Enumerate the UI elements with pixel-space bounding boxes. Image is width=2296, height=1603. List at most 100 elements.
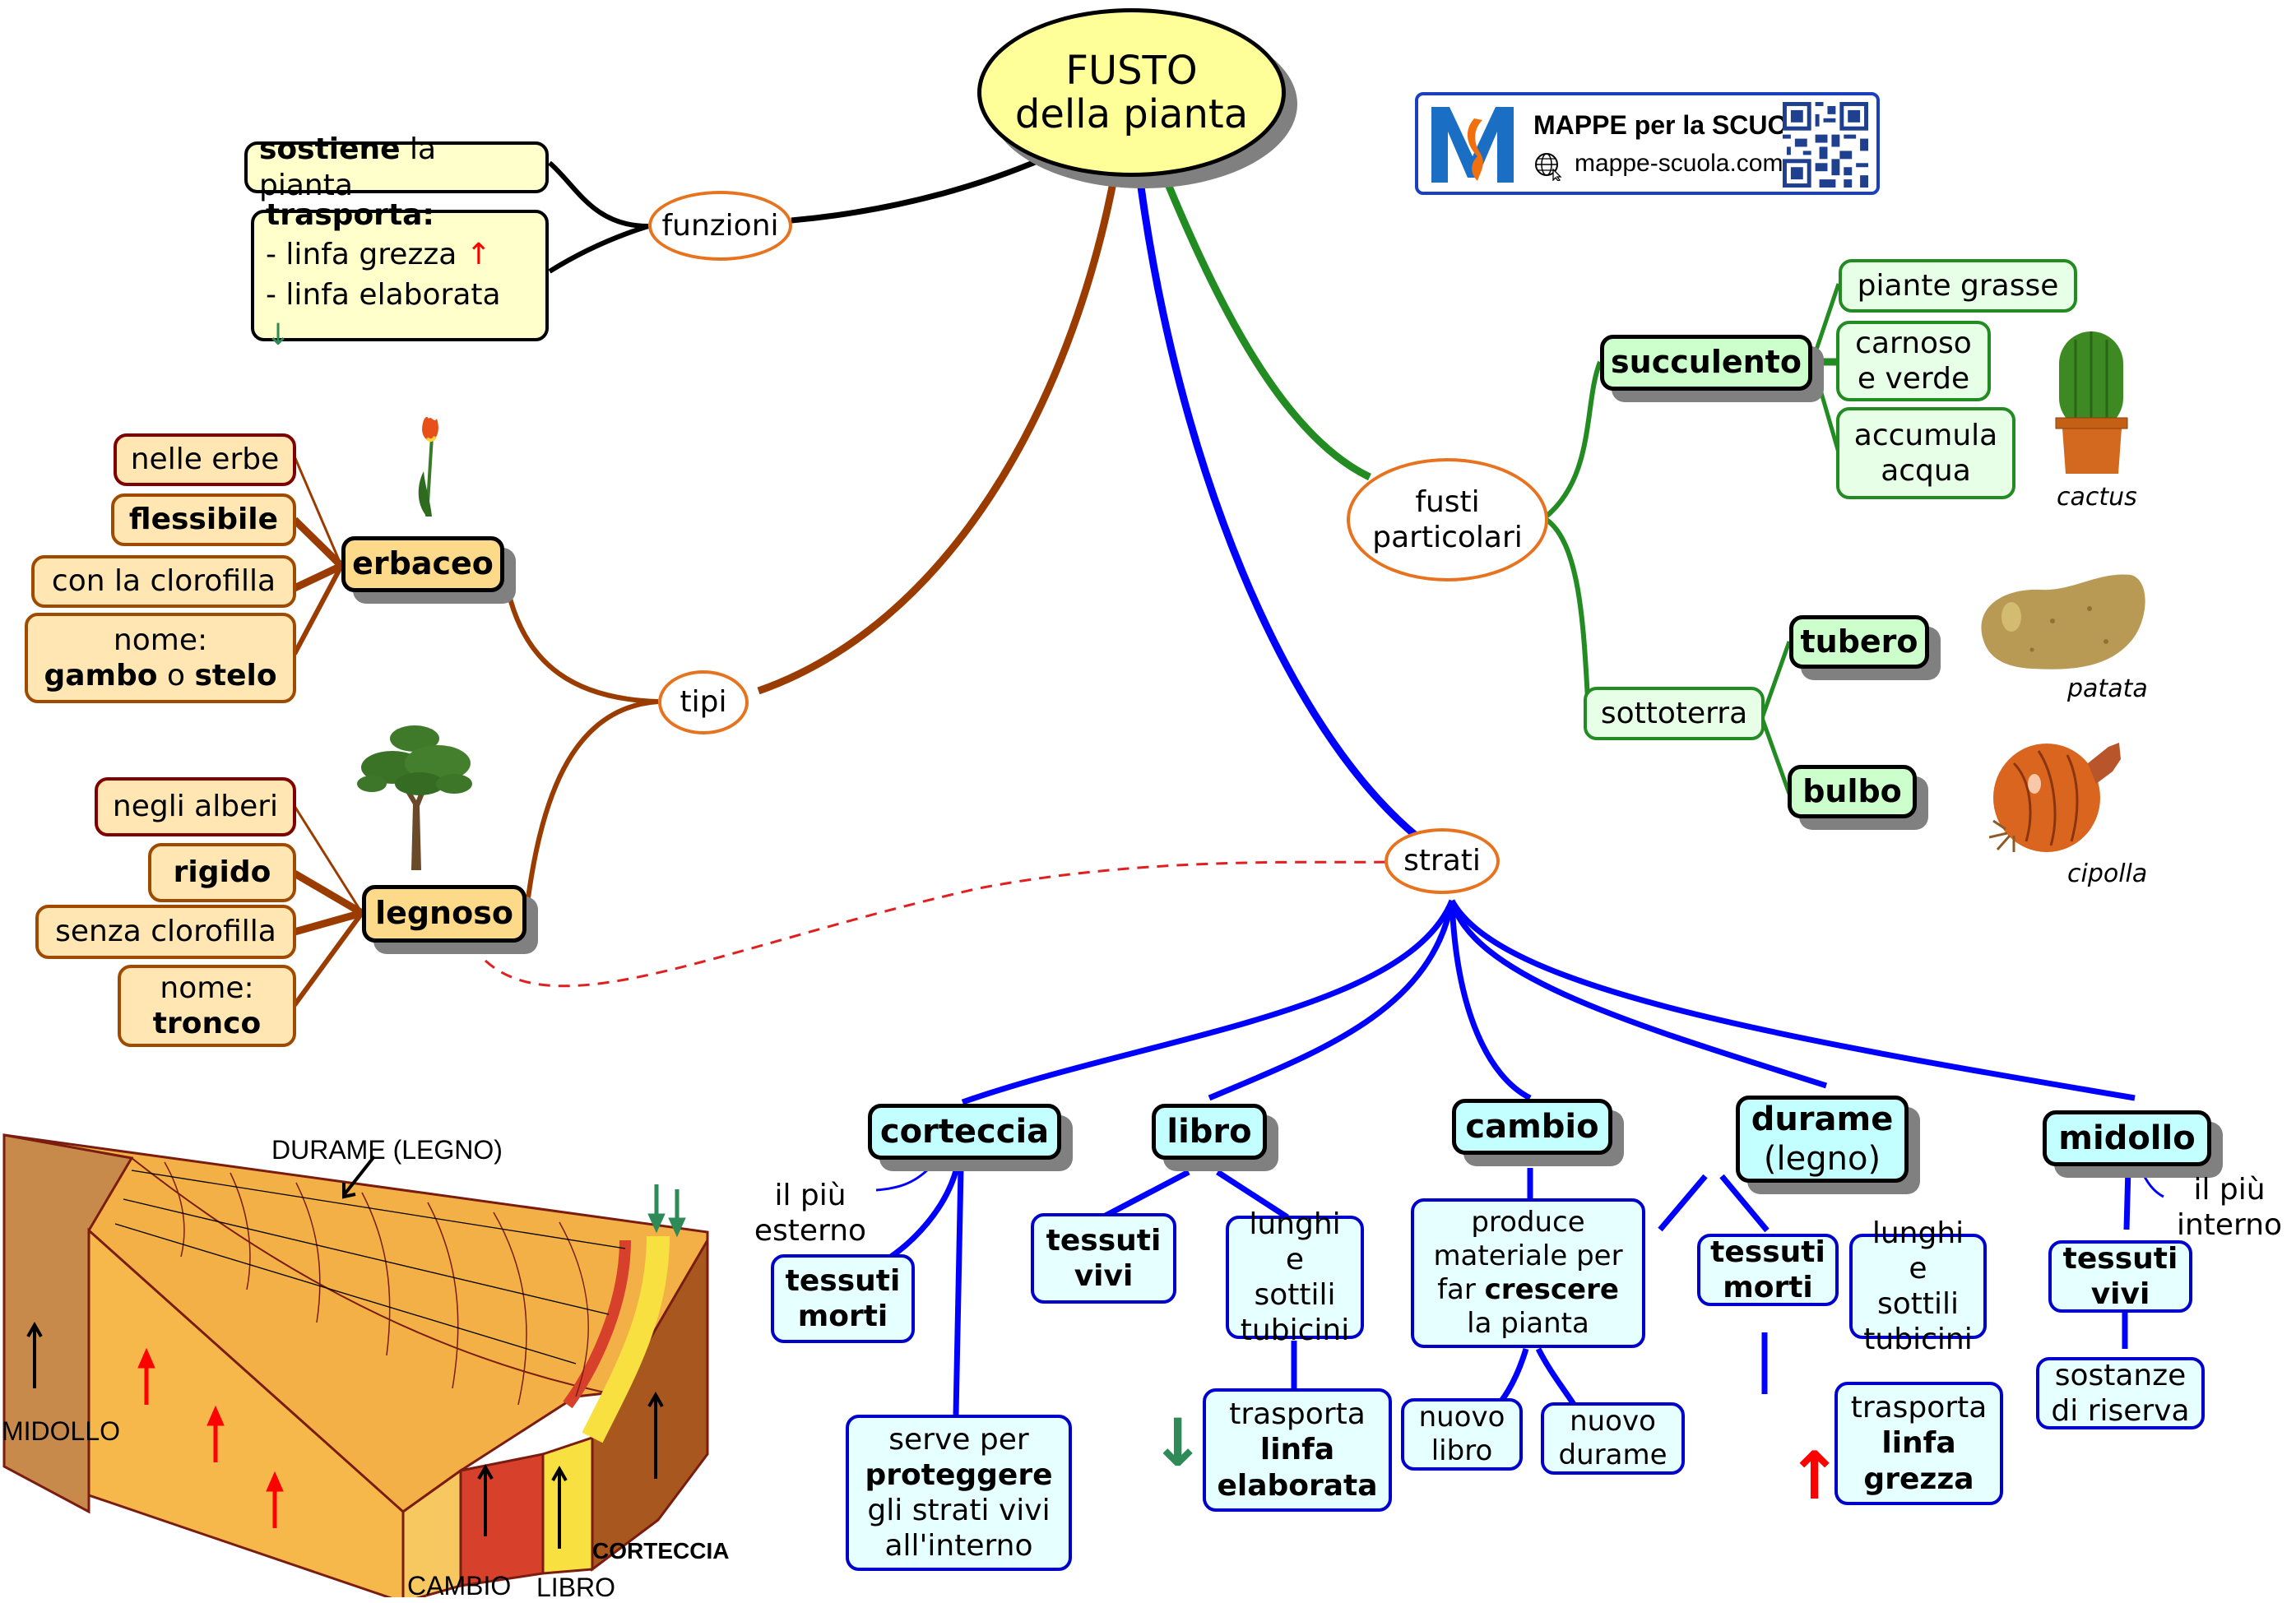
potato-icon <box>1981 574 2145 669</box>
trunk-durame-face <box>87 1227 405 1597</box>
node-funzioni[interactable]: funzioni <box>648 191 792 261</box>
link-sott-bulbo <box>1760 717 1792 795</box>
corteccia-serve-proteggere[interactable]: serve per proteggere gli strati vivi all… <box>846 1415 1072 1571</box>
elaborata-text: elaborata <box>1217 1468 1378 1503</box>
legnoso-item-senza-clorofilla[interactable]: senza clorofilla <box>35 905 296 959</box>
trunk-label-corteccia: CORTECCIA <box>592 1538 730 1564</box>
bulbo-label: bulbo <box>1802 772 1902 809</box>
node-sostiene[interactable]: sostiene la pianta <box>244 132 549 202</box>
trasporta-line2-text: - linfa elaborata <box>266 278 501 312</box>
linfa-text: linfa <box>1881 1426 1956 1461</box>
strati-label: strati <box>1403 844 1481 878</box>
legnoso-item-negli-alberi[interactable]: negli alberi <box>95 777 296 836</box>
gambo-text: gambo <box>44 659 158 693</box>
erbaceo-item-flessibile[interactable]: flessibile <box>111 493 296 546</box>
onion-icon <box>1989 743 2121 852</box>
erbaceo-item-clorofilla[interactable]: con la clorofilla <box>31 555 296 608</box>
sostiene-rest: la pianta <box>259 132 437 202</box>
node-tipi[interactable]: tipi <box>658 670 749 734</box>
link-funzioni-trasporta <box>548 224 649 274</box>
link-succ-a <box>1810 283 1841 363</box>
node-succulento[interactable]: succulento <box>1600 335 1812 391</box>
node-libro[interactable]: libro <box>1152 1104 1267 1160</box>
link-erbaceo-a <box>293 456 343 567</box>
nuovo-libro-text: nuovo libro <box>1418 1401 1505 1467</box>
legnoso-item-rigido[interactable]: rigido <box>148 843 296 902</box>
succulento-item-piante-grasse[interactable]: piante grasse <box>1839 259 2077 313</box>
erbaceo-item-nome[interactable]: nome: gambo o stelo <box>25 613 296 703</box>
link-midollo-vivi <box>2123 1167 2131 1230</box>
link-strati-cambio <box>1449 900 1532 1101</box>
succulento-item-text: carnoso e verde <box>1855 326 1972 396</box>
tree-icon <box>357 725 472 870</box>
link-durame-morti <box>1658 1174 1708 1232</box>
trunk-label-durame: DURAME (LEGNO) <box>271 1135 503 1165</box>
cambio-nuovo-libro[interactable]: nuovo libro <box>1401 1398 1523 1471</box>
trunk-label-cambio: CAMBIO <box>407 1571 512 1601</box>
trunk-cambio <box>459 1452 545 1587</box>
arrow-up-icon: ↑ <box>1787 1438 1843 1514</box>
brand-url[interactable]: mappe-scuola.com <box>1575 150 1783 177</box>
vivi-text: vivi <box>1074 1259 1134 1293</box>
link-midollo-note <box>2139 1167 2164 1198</box>
libro-tessuti-vivi[interactable]: tessuti vivi <box>1031 1213 1176 1304</box>
link-root-fusti <box>1160 173 1371 481</box>
linfa-text: linfa <box>1259 1433 1335 1467</box>
fusti-label-line1: fusti <box>1415 484 1480 519</box>
node-trasporta[interactable]: trasporta: - linfa grezza ↑ - linfa elab… <box>251 198 549 352</box>
libro-trasporta-elaborata[interactable]: trasporta linfa elaborata <box>1203 1388 1392 1512</box>
link-tipi-erbaceo <box>506 591 659 704</box>
trunk-label-libro: LIBRO <box>536 1573 616 1602</box>
node-durame-title[interactable]: durame (legno) <box>1736 1096 1909 1183</box>
trunk-cross-section <box>2 1133 709 1597</box>
brand-banner[interactable]: MAPPE per la SCUOLA mappe-scuola.com <box>1415 92 1880 195</box>
durame-trasporta-grezza[interactable]: trasporta linfa grezza <box>1834 1382 2003 1505</box>
midollo-sostanze[interactable]: sostanze di riserva <box>2036 1357 2205 1429</box>
cambio-produce[interactable]: produce materiale per far crescere la pi… <box>1411 1198 1645 1348</box>
link-strati-durame <box>1449 900 1828 1089</box>
libro-tubicini[interactable]: lunghi e sottili tubicini <box>1226 1207 1364 1347</box>
morti-text: morti <box>1723 1271 1813 1304</box>
cambio-nuovo-durame[interactable]: nuovo durame <box>1541 1402 1685 1475</box>
qr-code[interactable] <box>1783 102 1868 188</box>
link-legnoso-d <box>292 911 364 1007</box>
erbaceo-item-nelle-erbe[interactable]: nelle erbe <box>114 433 296 486</box>
legnoso-item-text: negli alberi <box>112 790 279 824</box>
node-midollo[interactable]: midollo <box>2043 1110 2211 1166</box>
node-bulbo[interactable]: bulbo <box>1788 765 1917 818</box>
stelo-text: stelo <box>194 659 277 693</box>
succulento-item-accumula[interactable]: accumula acqua <box>1836 407 2015 499</box>
trasporta-text: trasporta <box>1229 1397 1366 1432</box>
succulento-item-carnoso[interactable]: carnoso e verde <box>1836 321 1991 401</box>
trasporta-title: trasporta: <box>266 197 434 232</box>
link-libro-vivi <box>1101 1169 1190 1221</box>
durame-tessuti-morti[interactable]: tessuti morti <box>1697 1234 1839 1306</box>
erbaceo-item-text: nelle erbe <box>130 442 280 477</box>
trunk-libro <box>541 1435 594 1575</box>
durame-label: durame <box>1751 1100 1894 1138</box>
node-strati[interactable]: strati <box>1385 828 1500 894</box>
node-cambio[interactable]: cambio <box>1452 1099 1612 1155</box>
brand-title: MAPPE per la SCUOLA <box>1533 110 1824 140</box>
legnoso-label: legnoso <box>375 895 513 932</box>
durame-tubicini[interactable]: lunghi e sottili tubicini <box>1849 1216 1987 1356</box>
midollo-tessuti-vivi[interactable]: tessuti vivi <box>2048 1240 2192 1313</box>
node-erbaceo[interactable]: erbaceo <box>341 536 504 592</box>
tubicini-text: lunghi e sottili tubicini <box>1863 1216 1973 1357</box>
link-legnoso-a <box>293 805 364 914</box>
link-corteccia-morti <box>887 1167 960 1261</box>
node-tubero[interactable]: tubero <box>1789 615 1929 669</box>
corteccia-tessuti-morti[interactable]: tessuti morti <box>771 1254 915 1343</box>
link-strati-midollo <box>1449 899 2136 1101</box>
link-corteccia-note <box>875 1166 931 1192</box>
root-node[interactable]: FUSTO della pianta <box>977 8 1286 177</box>
node-fusti-particolari[interactable]: fusti particolari <box>1347 458 1548 581</box>
node-legnoso[interactable]: legnoso <box>362 885 526 943</box>
node-corteccia[interactable]: corteccia <box>868 1104 1061 1160</box>
libro-label: libro <box>1167 1113 1252 1151</box>
crescere-text: crescere <box>1484 1273 1619 1306</box>
legnoso-item-nome[interactable]: nome: tronco <box>118 965 296 1047</box>
node-sottoterra[interactable]: sottoterra <box>1584 687 1765 740</box>
serve-line3: gli strati vivi <box>867 1494 1051 1527</box>
